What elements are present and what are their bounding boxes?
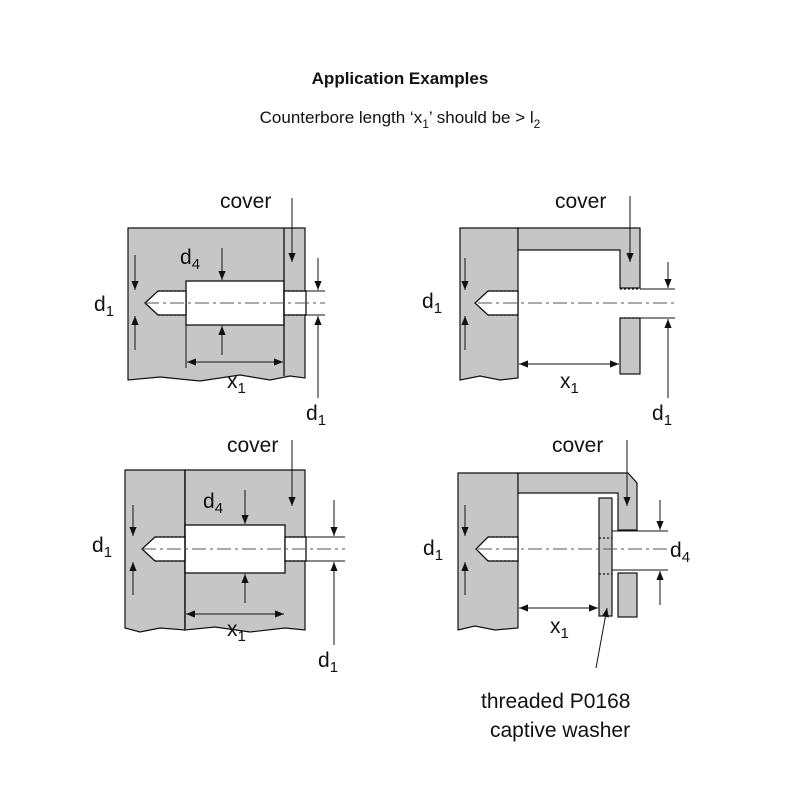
- panel2-d1-label: d1: [422, 290, 442, 317]
- panel3-cover-label: cover: [227, 434, 278, 457]
- panel1-cover-label: cover: [220, 190, 271, 213]
- panel3-d1-label: d1: [92, 534, 112, 561]
- panel4-cover-label: cover: [552, 434, 603, 457]
- panel4-cover-top: [517, 472, 638, 531]
- panel-top-right: d1 x1 d1 cover: [422, 190, 675, 429]
- panel-bottom-left: d1 d4 x1 d1 cover: [92, 434, 345, 676]
- subtitle-subscript-2: 2: [533, 117, 541, 131]
- panel2-cover-top: [517, 227, 641, 289]
- panel4-x1-label: x1: [550, 615, 569, 642]
- panel2-x1-label: x1: [560, 370, 579, 397]
- panel1-d4-label: d4: [180, 246, 200, 273]
- washer-caption-line1: threaded P0168: [481, 690, 630, 713]
- panel3-d4-label: d4: [203, 490, 223, 517]
- panel1-d1r-label: d1: [306, 402, 326, 429]
- subtitle-text-a: Counterbore length ‘x: [259, 108, 423, 127]
- panel-top-left: d1 d4 x1 d1 cover: [94, 190, 326, 429]
- subtitle-subscript-1: 1: [422, 117, 429, 131]
- panel3-x1-label: x1: [227, 618, 246, 645]
- panel4-d4-label: d4: [670, 539, 690, 566]
- panel4-d1-label: d1: [423, 537, 443, 564]
- subtitle-text-b: ’ should be > l: [428, 108, 534, 127]
- panel3-d1r-label: d1: [318, 649, 338, 676]
- panel2-cover-label: cover: [555, 190, 606, 213]
- panel2-d1r-label: d1: [652, 402, 672, 429]
- panel2-cover-lower: [619, 317, 641, 375]
- diagram-title: Application Examples: [311, 69, 489, 88]
- panel1-x1-label: x1: [227, 370, 246, 397]
- panel1-d1-label: d1: [94, 293, 114, 320]
- washer-caption-line2: captive washer: [490, 719, 630, 742]
- panel4-cover-lower: [617, 572, 638, 618]
- diagram-subtitle: Counterbore length ‘x1’ should be > l2: [0, 108, 800, 131]
- panel4-washer-leader: [595, 607, 609, 669]
- panel4-captive-washer: [598, 497, 613, 617]
- panel-bottom-right: d1 x1 d4 cover threaded P0168 captive wa…: [423, 434, 690, 742]
